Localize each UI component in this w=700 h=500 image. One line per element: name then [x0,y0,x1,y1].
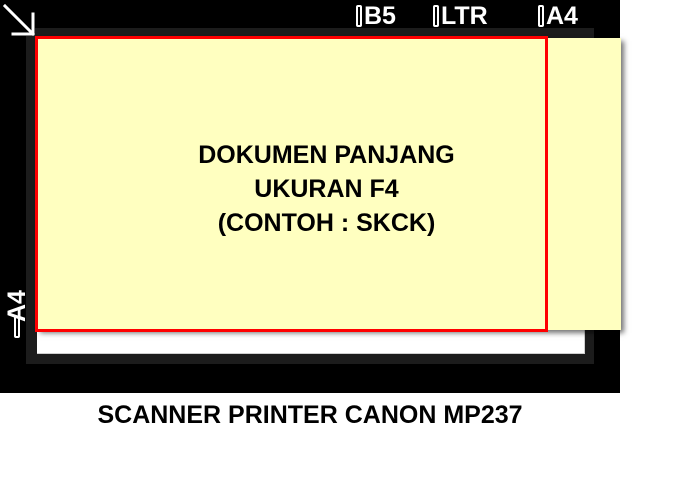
size-marker-a4: A4 [538,0,578,32]
size-marker-ltr: LTR [433,0,488,32]
document-line: DOKUMEN PANJANG [198,141,455,169]
size-marker-label: LTR [441,2,488,30]
document-text: DOKUMEN PANJANG UKURAN F4 (CONTOH : SKCK… [40,138,613,240]
document-line: (CONTOH : SKCK) [217,209,436,237]
diagonal-arrow-icon [3,4,35,36]
size-tick-icon [356,5,362,27]
side-size-marker-a4: A4 [3,278,31,338]
size-marker-b5: B5 [356,0,396,32]
size-tick-icon [538,5,544,27]
a4-scan-area-outline [35,36,548,332]
size-marker-label: B5 [364,2,396,30]
f4-document [37,38,621,330]
document-line: UKURAN F4 [254,175,399,203]
size-marker-label: A4 [546,2,578,30]
size-tick-icon [14,316,20,338]
size-tick-icon [433,5,439,27]
diagram-caption: SCANNER PRINTER CANON MP237 [97,401,523,429]
